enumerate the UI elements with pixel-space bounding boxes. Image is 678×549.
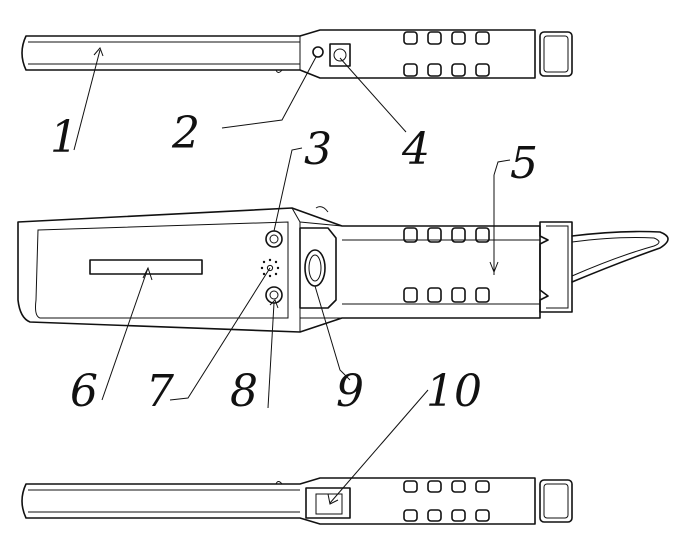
callout-6: 6 xyxy=(70,366,98,417)
front-view xyxy=(17,206,669,333)
top-side-view xyxy=(21,29,573,79)
grip-holes-bottom xyxy=(403,480,490,522)
bottom-side-view xyxy=(21,477,573,525)
callout-9: 9 xyxy=(336,366,364,417)
speaker-dots xyxy=(260,258,280,278)
callout-8: 8 xyxy=(230,366,258,417)
callout-5: 5 xyxy=(510,138,538,189)
callout-10: 10 xyxy=(426,366,482,417)
button-3 xyxy=(265,230,283,248)
leader-lines xyxy=(73,47,511,505)
callout-1: 1 xyxy=(50,112,78,163)
callout-7: 7 xyxy=(146,366,174,417)
callout-4: 4 xyxy=(401,124,430,175)
battery-cover xyxy=(305,487,351,519)
callout-3: 3 xyxy=(304,124,332,175)
callout-labels: 1 2 3 4 5 6 7 8 9 10 xyxy=(50,108,538,417)
grip-holes-top xyxy=(403,31,490,77)
grip-holes-front xyxy=(403,227,490,303)
lanyard xyxy=(571,230,669,283)
indicator-led xyxy=(312,46,324,58)
callout-2: 2 xyxy=(171,108,200,159)
power-switch xyxy=(329,43,351,67)
